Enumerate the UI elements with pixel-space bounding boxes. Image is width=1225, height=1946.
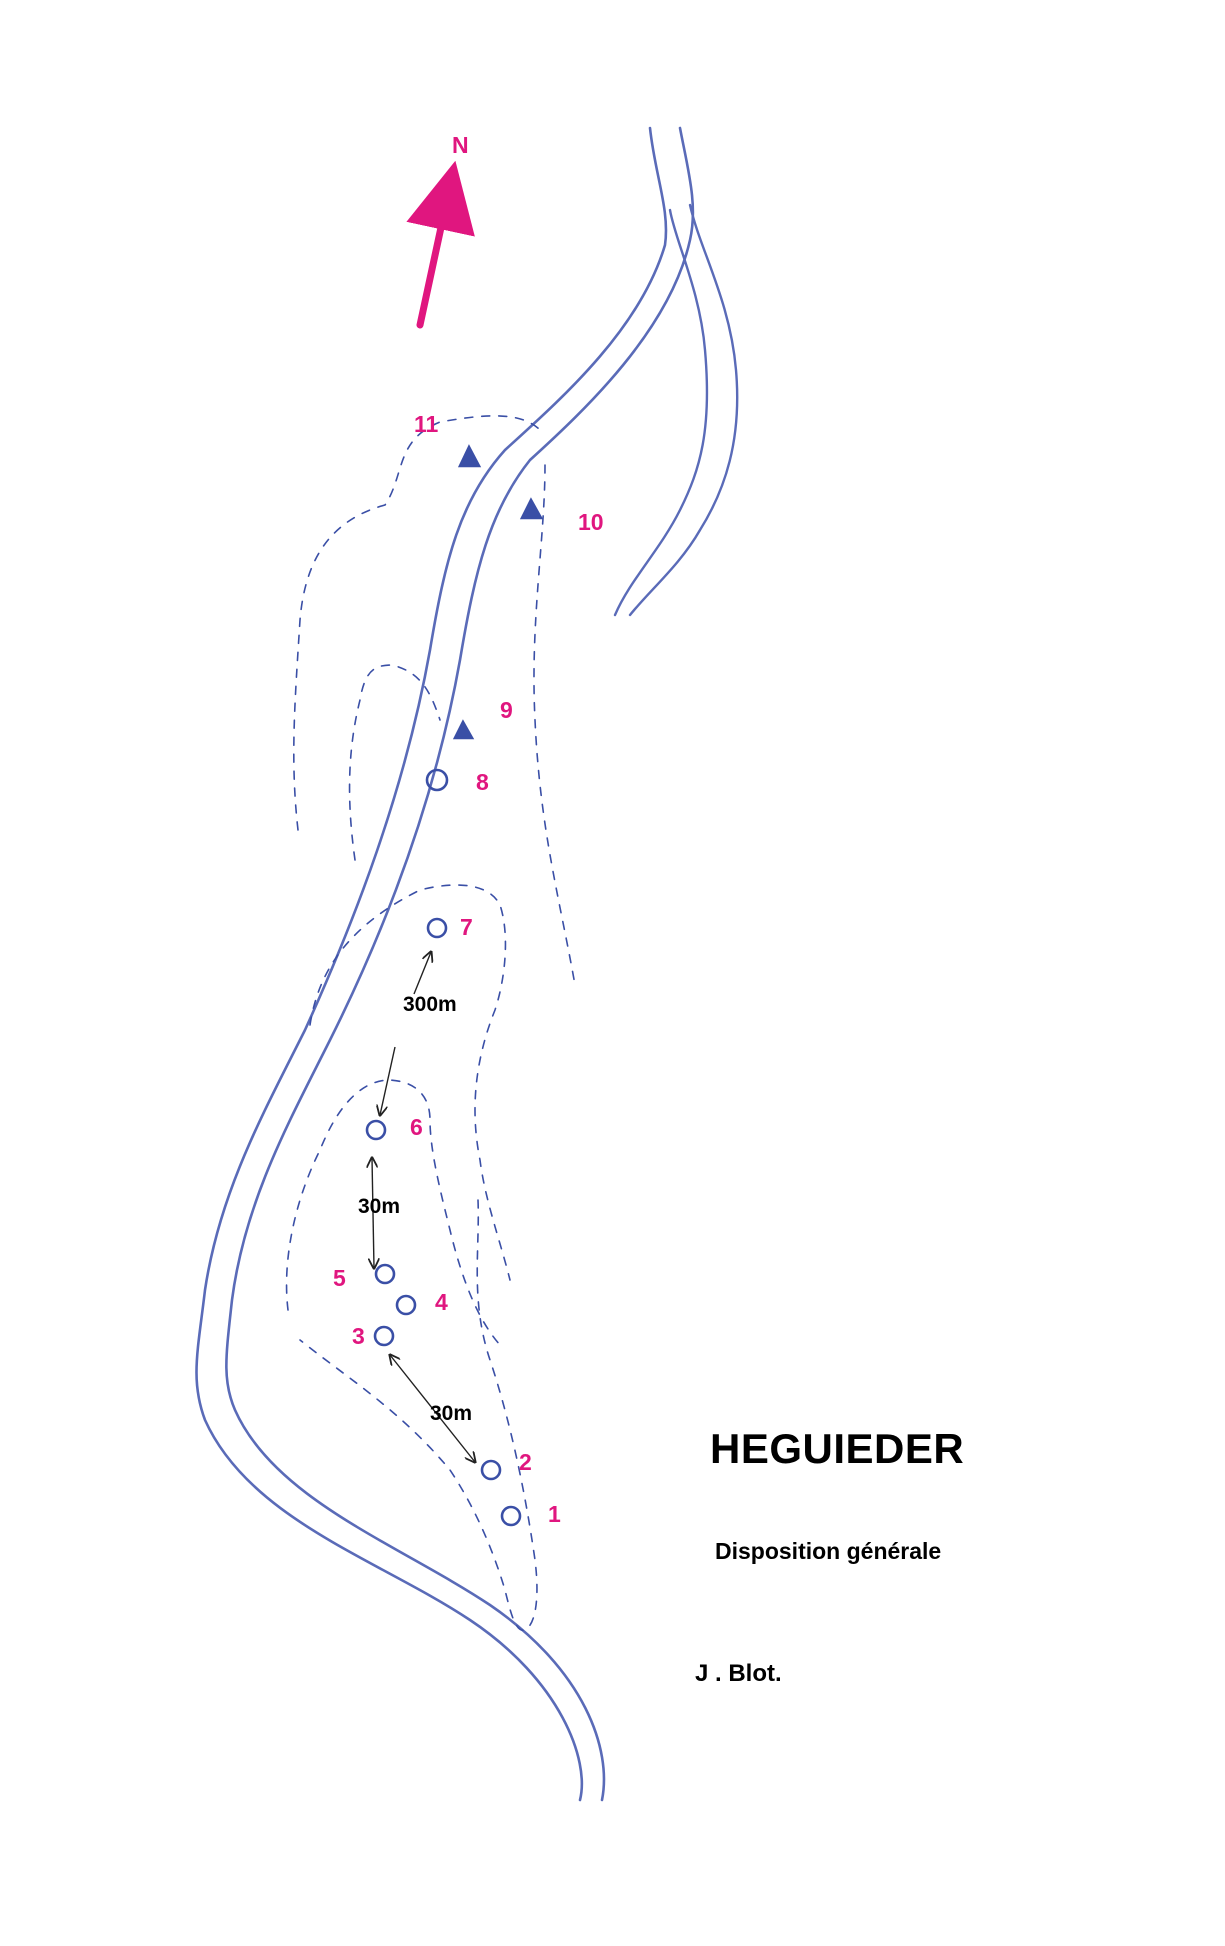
monument-symbols: [365, 444, 544, 1527]
monument-number-1: 1: [548, 1501, 561, 1527]
monument-numbers: 1 2 3 4 5 6 7 8 9 10 11: [333, 411, 604, 1527]
distance-label-3-2: 30m: [430, 1402, 472, 1425]
monument-10-triangle-icon: [519, 497, 544, 520]
monument-5-circle-icon: [374, 1263, 396, 1285]
distance-label-7-6: 300m: [403, 993, 457, 1016]
map-subtitle: Disposition générale: [715, 1538, 942, 1564]
monument-number-4: 4: [435, 1289, 448, 1315]
monument-number-7: 7: [460, 914, 473, 940]
monument-7-circle-icon: [426, 917, 448, 939]
distance-arrow-3-2: [390, 1355, 475, 1462]
north-arrow: N: [406, 132, 475, 329]
monument-3-circle-icon: [373, 1325, 395, 1347]
monument-number-2: 2: [519, 1449, 532, 1475]
monument-number-9: 9: [500, 697, 513, 723]
monument-number-3: 3: [352, 1323, 365, 1349]
monument-9-triangle-icon: [452, 719, 475, 740]
monument-4-circle-icon: [395, 1294, 417, 1316]
monument-8-circle-icon: [425, 768, 449, 792]
monument-number-11: 11: [414, 411, 439, 437]
monument-6-circle-icon: [365, 1119, 387, 1141]
distance-labels: 300m 30m 30m: [358, 993, 472, 1425]
monument-number-6: 6: [410, 1114, 423, 1140]
monument-number-8: 8: [476, 769, 489, 795]
tributary-stream: [613, 203, 739, 617]
north-label: N: [452, 132, 469, 158]
distance-label-6-5: 30m: [358, 1195, 400, 1218]
distance-arrow-7-6-lower: [380, 1046, 396, 1115]
distance-arrow-7-6-upper: [413, 952, 431, 995]
monument-2-circle-icon: [480, 1459, 502, 1481]
map-author: J . Blot.: [695, 1660, 782, 1687]
monument-number-5: 5: [333, 1265, 346, 1291]
distance-arrows: [372, 952, 475, 1462]
main-stream: [195, 126, 695, 1802]
monument-1-circle-icon: [500, 1505, 522, 1527]
map-title: HEGUIEDER: [710, 1425, 965, 1472]
monument-11-triangle-icon: [457, 444, 482, 468]
monument-number-10: 10: [578, 509, 604, 535]
distance-arrow-6-5: [372, 1158, 374, 1268]
